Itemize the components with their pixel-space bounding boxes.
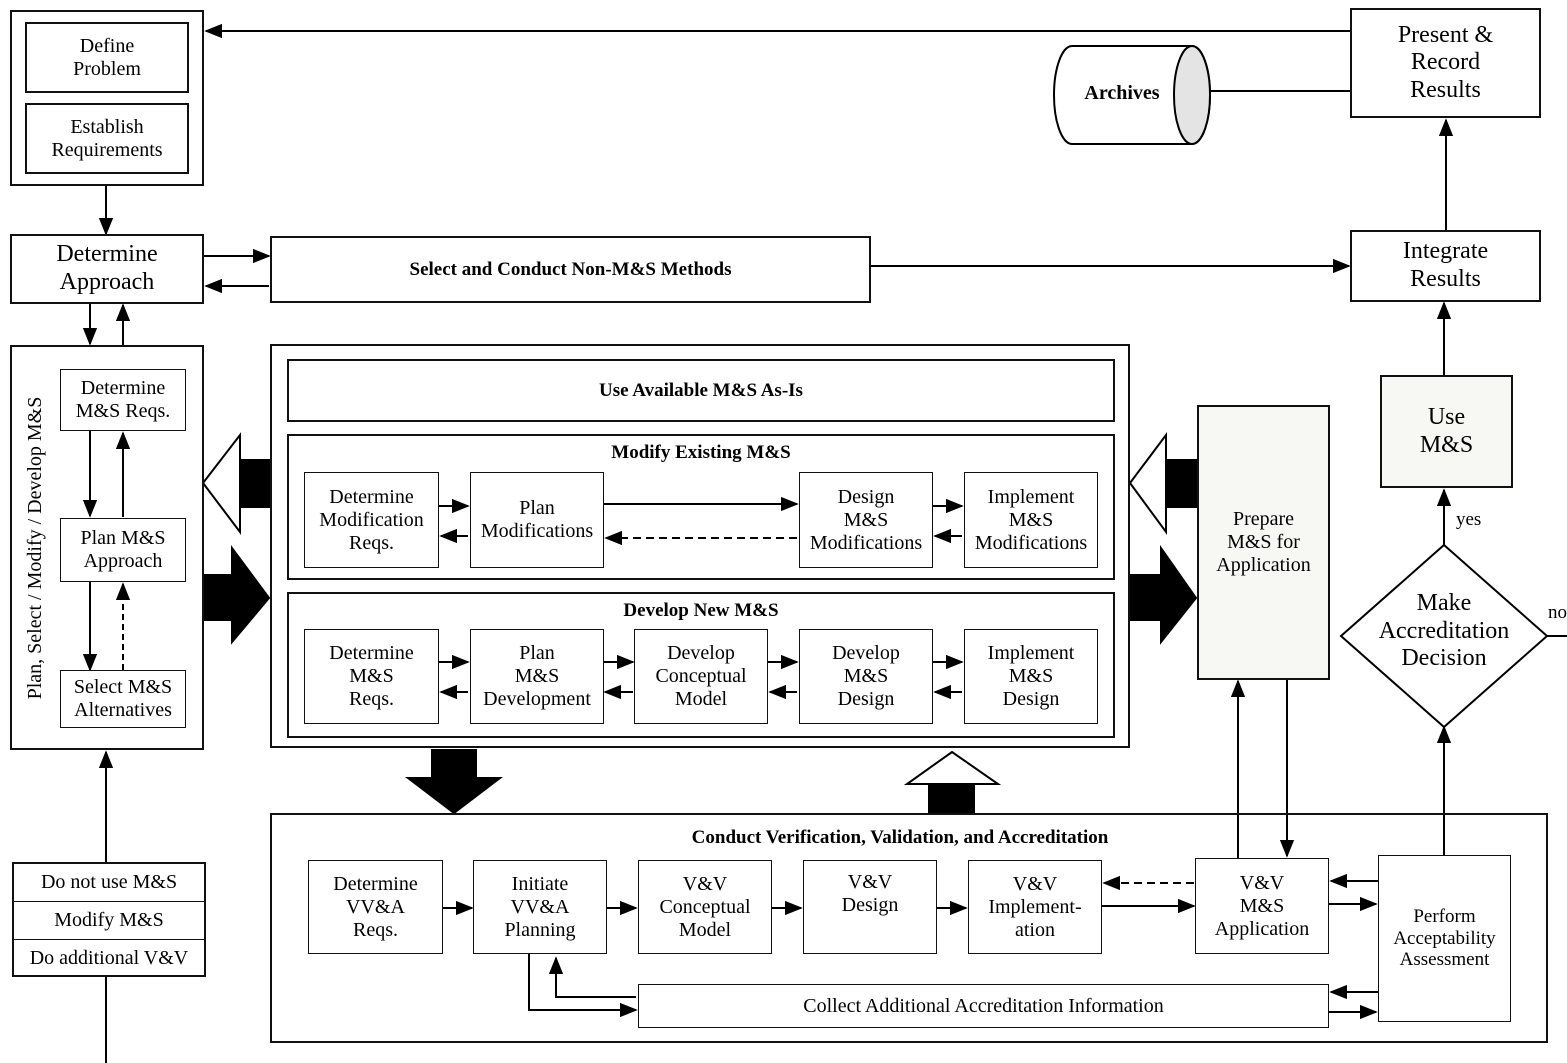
accreditation-decision-label[interactable]: Make Accreditation Decision [1378, 590, 1510, 672]
modify-existing-group [287, 434, 1115, 580]
collect-accreditation-info-box[interactable]: Collect Additional Accreditation Informa… [638, 984, 1329, 1028]
implement-ms-modifications-box[interactable]: Implement M&S Modifications [964, 472, 1098, 568]
implement-ms-design-box[interactable]: Implement M&S Design [964, 629, 1098, 724]
modify-existing-title: Modify Existing M&S [611, 442, 791, 463]
plan-ms-approach-box[interactable]: Plan M&S Approach [60, 518, 186, 582]
vva-group [270, 813, 1548, 1043]
define-group [10, 10, 204, 186]
initiate-vva-planning-box[interactable]: Initiate VV&A Planning [473, 860, 607, 954]
archives-cylinder [1053, 45, 1211, 145]
option-do-additional-vv[interactable]: Do additional V&V [29, 947, 189, 969]
plan-select-modify-group [10, 345, 204, 750]
determine-modification-reqs-box[interactable]: Determine Modification Reqs. [304, 472, 439, 568]
option-do-not-use[interactable]: Do not use M&S [14, 864, 204, 902]
block-arrow-right-solid-2 [1129, 544, 1198, 645]
determine-ms-reqs-left-box[interactable]: Determine M&S Reqs. [60, 369, 186, 431]
accreditation-decision-diamond [1339, 543, 1549, 729]
vv-implementation-box[interactable]: V&V Implement- ation [968, 860, 1102, 954]
use-ms-box[interactable]: Use M&S [1380, 375, 1513, 488]
present-record-results-box[interactable]: Present & Record Results [1350, 8, 1541, 118]
vv-design-box[interactable]: V&V Design [803, 860, 937, 954]
develop-new-group [287, 592, 1115, 738]
plan-modifications-box[interactable]: Plan Modifications [470, 472, 604, 568]
prepare-ms-box[interactable]: Prepare M&S for Application [1197, 405, 1330, 680]
establish-requirements-box[interactable]: Establish Requirements [25, 103, 189, 174]
plan-ms-development-box[interactable]: Plan M&S Development [470, 629, 604, 724]
ms-options-group [270, 344, 1130, 748]
block-arrow-right-solid [202, 544, 271, 645]
vv-conceptual-model-box[interactable]: V&V Conceptual Model [638, 860, 772, 954]
no-label: no [1548, 602, 1567, 623]
determine-vva-reqs-box[interactable]: Determine VV&A Reqs. [308, 860, 443, 954]
use-available-ms-box[interactable]: Use Available M&S As-Is [287, 359, 1115, 422]
develop-ms-design-box[interactable]: Develop M&S Design [799, 629, 933, 724]
define-problem-box[interactable]: Define Problem [25, 22, 189, 93]
develop-new-title: Develop New M&S [623, 600, 779, 621]
integrate-results-box[interactable]: Integrate Results [1350, 230, 1541, 302]
perform-acceptability-assessment-box[interactable]: Perform Acceptability Assessment [1378, 855, 1511, 1022]
select-ms-alternatives-box[interactable]: Select M&S Alternatives [60, 670, 186, 728]
vv-ms-application-box[interactable]: V&V M&S Application [1195, 858, 1329, 954]
block-arrow-down-solid [405, 749, 503, 815]
archives-label: Archives [1084, 82, 1160, 104]
plan-group-label: Plan, Select / Modify / Develop M&S [24, 396, 46, 700]
yes-label: yes [1456, 509, 1482, 530]
select-non-ms-methods-box[interactable]: Select and Conduct Non-M&S Methods [270, 236, 871, 303]
vva-title: Conduct Verification, Validation, and Ac… [691, 827, 1109, 848]
design-ms-modifications-box[interactable]: Design M&S Modifications [799, 472, 933, 568]
options-list: Do not use M&S Modify M&S Do additional … [12, 862, 206, 977]
develop-conceptual-model-box[interactable]: Develop Conceptual Model [634, 629, 768, 724]
determine-ms-reqs-new-box[interactable]: Determine M&S Reqs. [304, 629, 439, 724]
option-modify-ms[interactable]: Modify M&S [14, 902, 204, 940]
determine-approach-box[interactable]: Determine Approach [10, 234, 204, 304]
